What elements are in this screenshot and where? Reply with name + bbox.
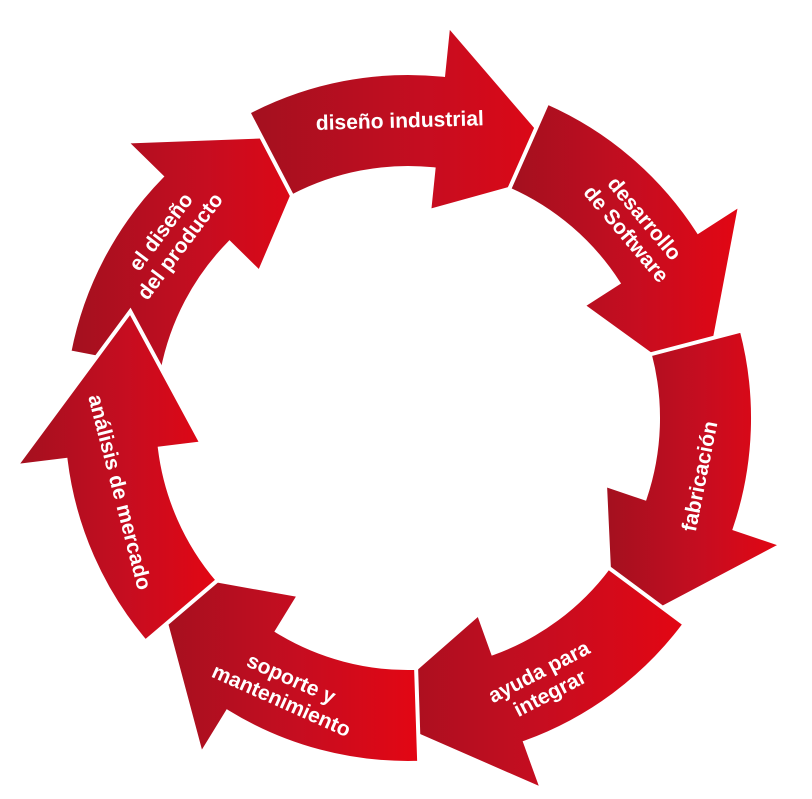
cycle-arrow-3: [506, 99, 744, 397]
cycle-arrow-group-3: [506, 99, 744, 397]
cycle-arrow-6: [148, 566, 422, 765]
cycle-arrow-group-6: [148, 566, 422, 765]
step-label-2: diseño industrial: [316, 107, 485, 135]
cycle-arrow-2: [245, 20, 578, 214]
cycle-arrow-group-7: [11, 307, 221, 645]
step-label-2-line-1: diseño industrial: [316, 107, 485, 135]
cycle-arrow-group-5: [362, 564, 688, 794]
cycle-arrow-4: [602, 327, 788, 638]
cycle-arrow-group-2: [245, 20, 578, 214]
cycle-arrow-group-4: [602, 327, 788, 638]
cycle-arrow-7: [11, 307, 221, 645]
cycle-arrows: [11, 20, 788, 794]
cycle-arrow-5: [362, 564, 688, 794]
